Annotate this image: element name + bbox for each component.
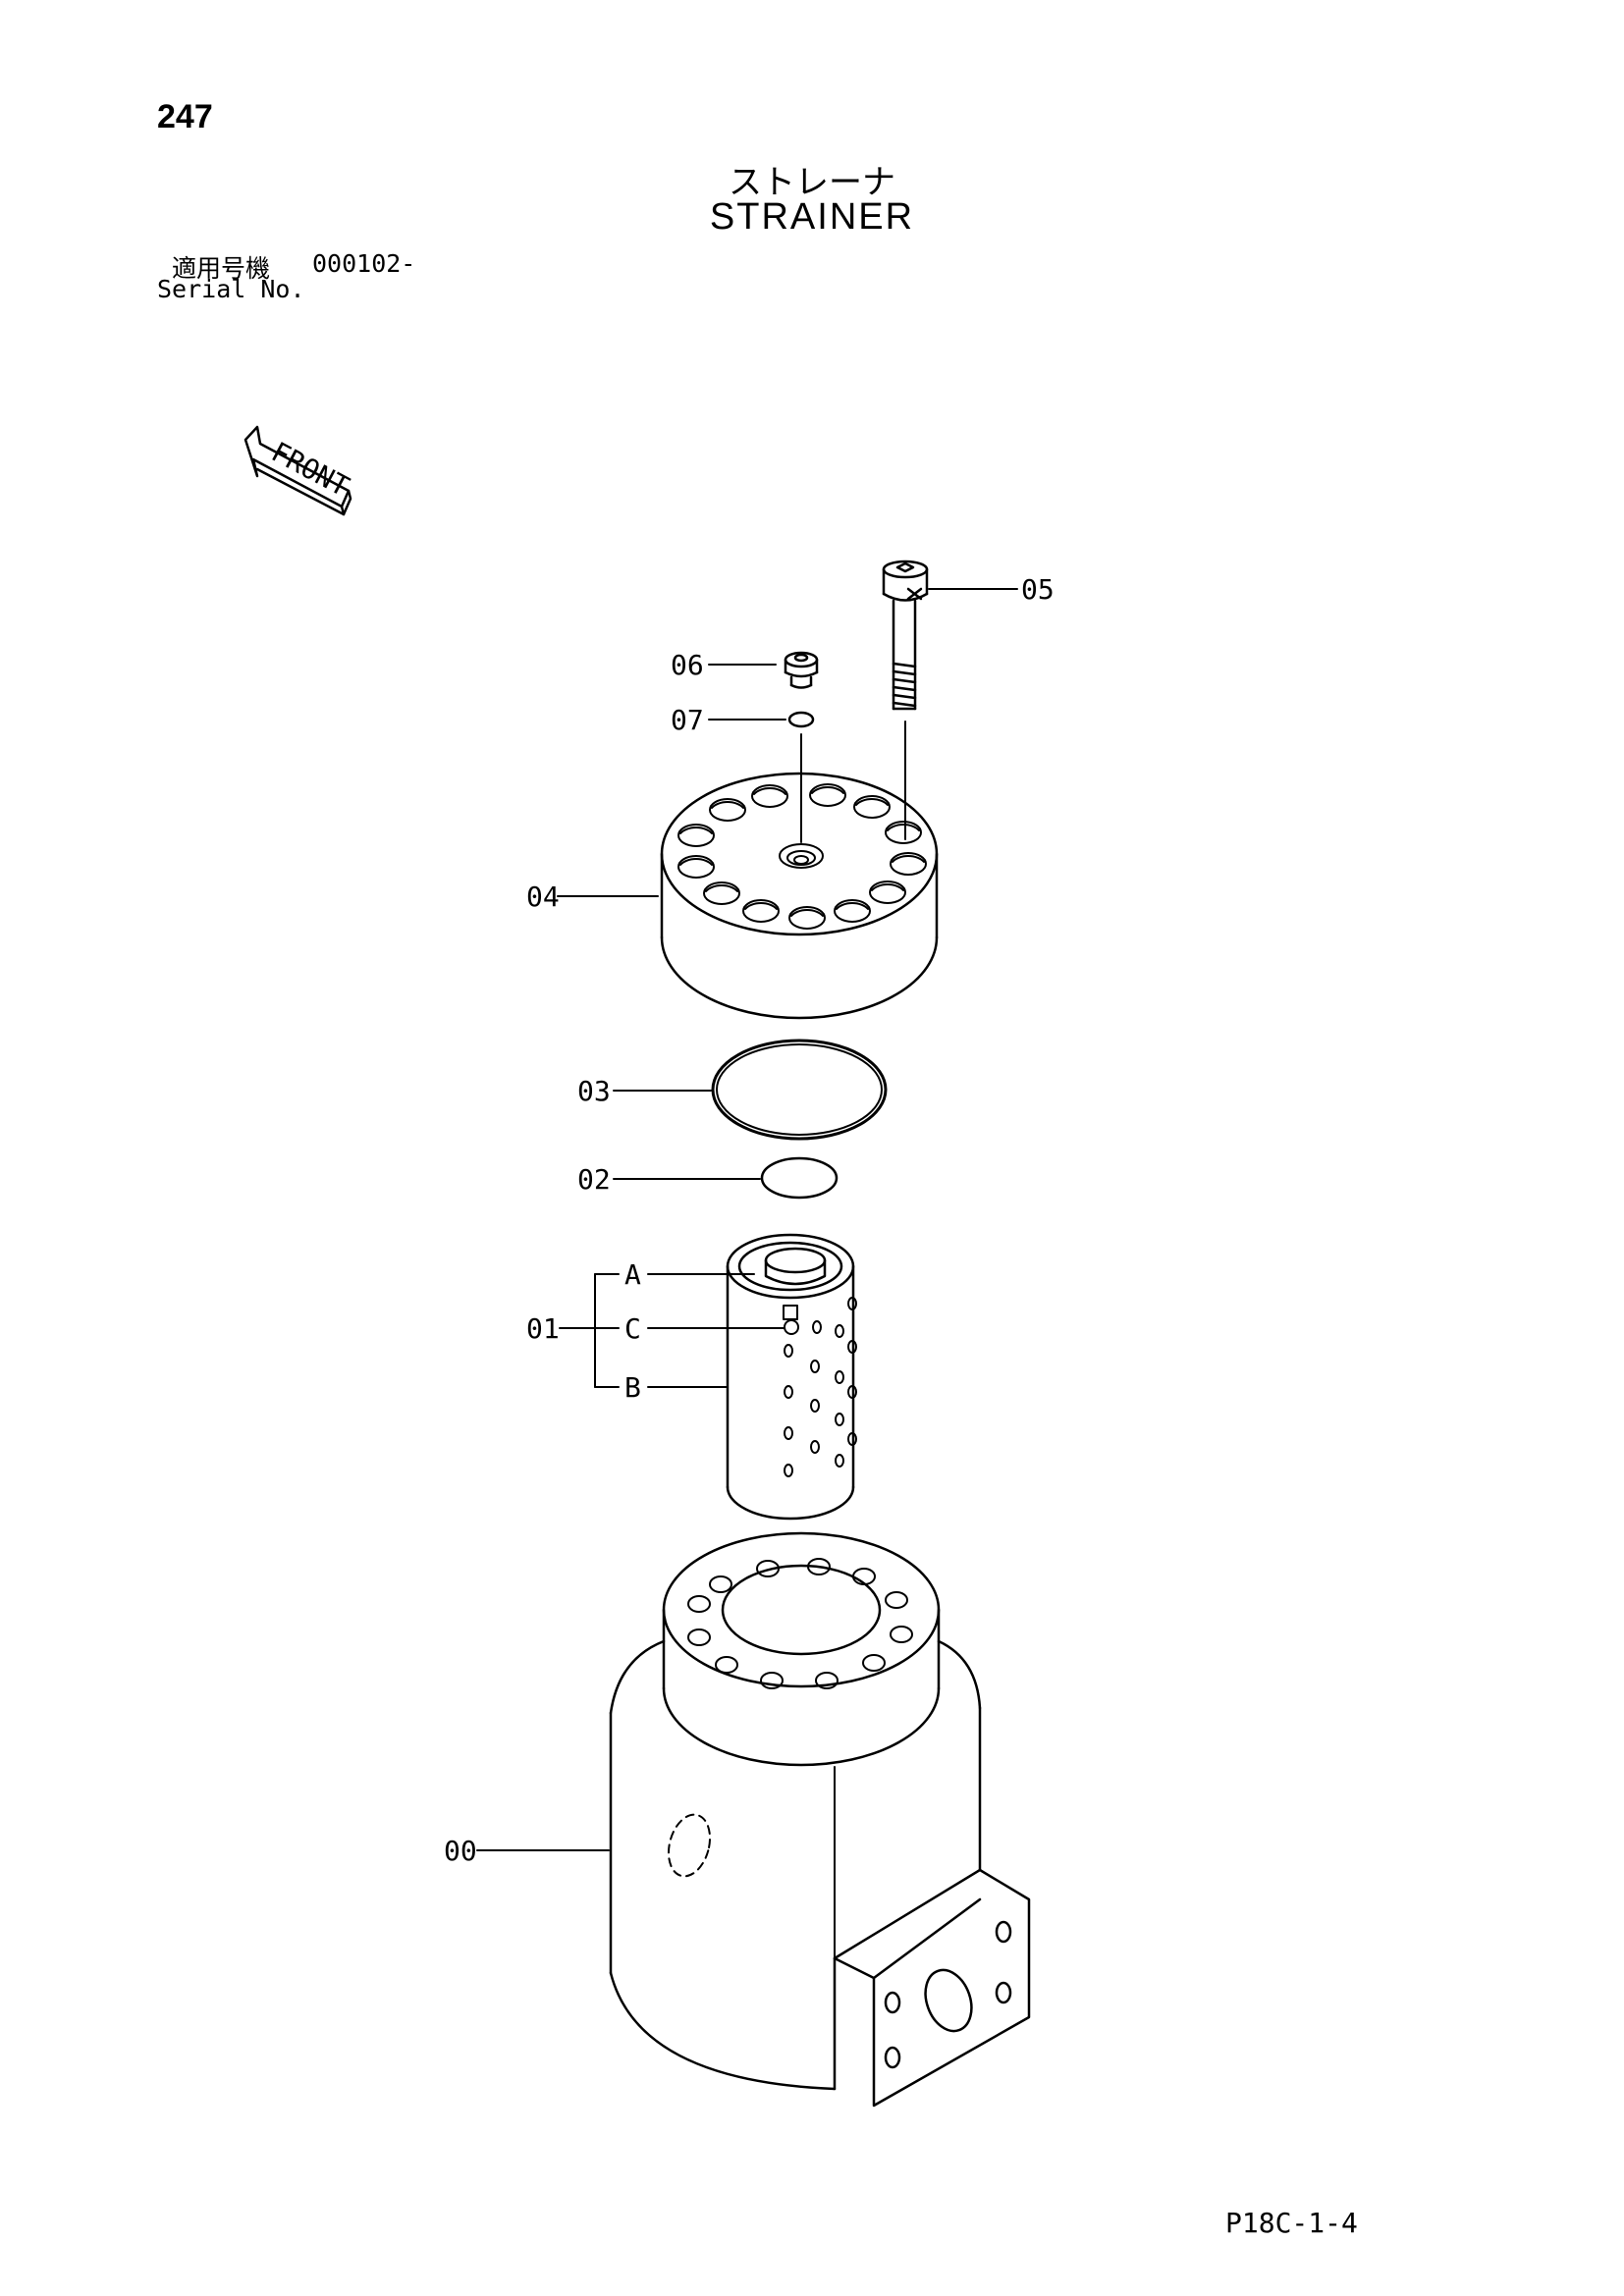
- callout-02: 02: [577, 1163, 611, 1196]
- page-number: 247: [157, 98, 213, 135]
- serial-label-japanese: 適用号機: [172, 254, 271, 283]
- part-06-plug: [784, 651, 819, 689]
- document-reference: P18C-1-4: [1225, 2207, 1358, 2239]
- callout-sub-b: B: [624, 1371, 641, 1404]
- callout-07: 07: [671, 704, 704, 736]
- part-04-cover: [660, 772, 939, 1020]
- serial-number-value: 000102-: [312, 249, 416, 278]
- callout-03: 03: [577, 1075, 611, 1107]
- callout-06: 06: [671, 649, 704, 681]
- part-07-o-ring: [787, 711, 815, 728]
- callout-04: 04: [526, 881, 560, 913]
- front-label: FRONT: [266, 436, 354, 504]
- callout-sub-c: C: [624, 1312, 641, 1345]
- part-01-filter-element: [726, 1233, 857, 1521]
- callout-00: 00: [444, 1835, 477, 1867]
- serial-label: Serial No.: [157, 275, 305, 303]
- title-japanese: ストレーナ: [729, 163, 895, 202]
- front-arrow-icon: FRONT: [244, 425, 354, 516]
- part-03-o-ring: [711, 1039, 888, 1141]
- part-00-housing: [609, 1531, 1031, 2108]
- part-02-seal: [760, 1156, 839, 1200]
- callout-sub-a: A: [624, 1258, 641, 1291]
- callout-01: 01: [526, 1312, 560, 1345]
- callout-05: 05: [1021, 573, 1055, 606]
- part-05-bolt: [882, 560, 929, 840]
- page-title: STRAINER: [709, 196, 915, 238]
